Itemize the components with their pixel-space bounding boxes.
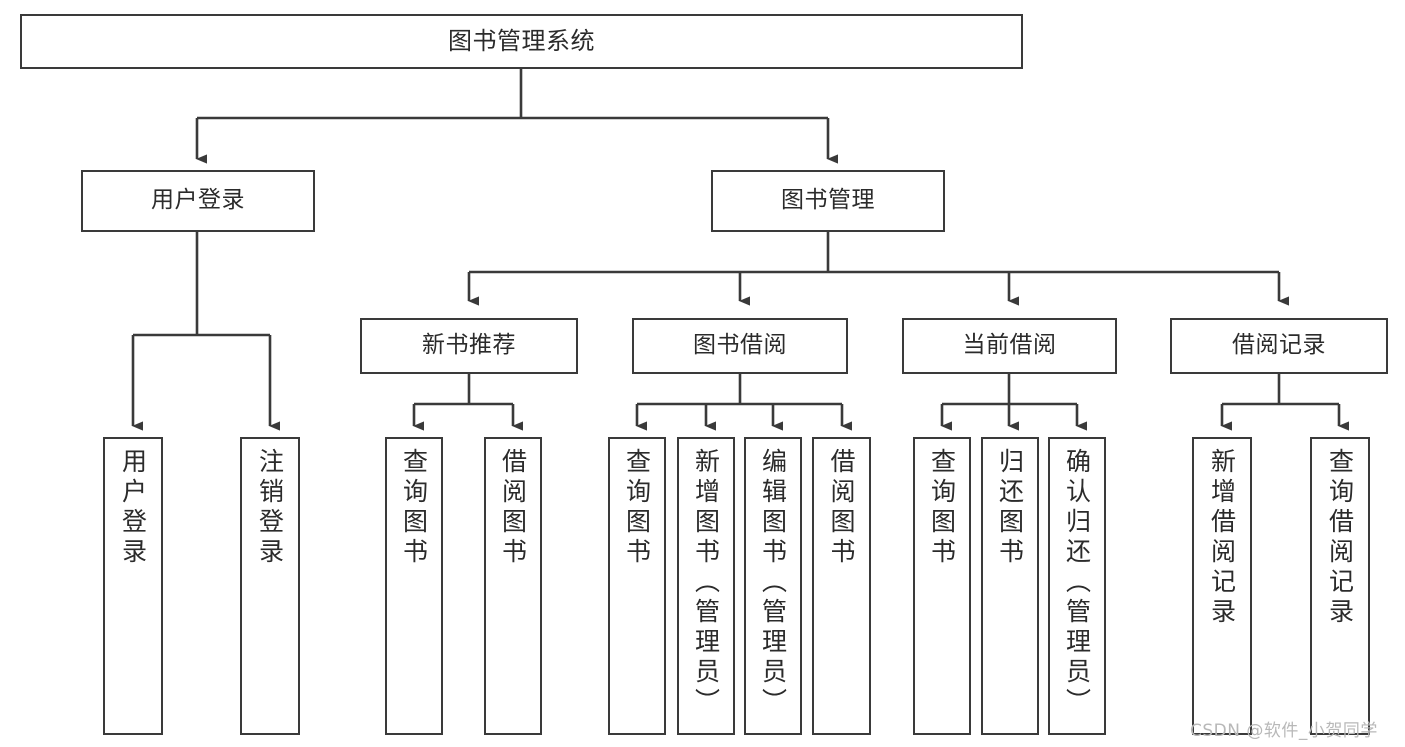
node-label: 借阅图书 <box>827 448 856 568</box>
node-label: 借阅图书 <box>498 448 528 568</box>
leaf-borrow-book-1[interactable]: 借阅图书 <box>484 437 542 735</box>
node-label: 查询图书 <box>622 448 652 568</box>
node-label: 查询图书 <box>399 448 429 568</box>
node-label: 新增借阅记录 <box>1207 448 1237 628</box>
node-label: 确认归还（管理员） <box>1062 448 1092 718</box>
leaf-add-book[interactable]: 新增图书（管理员） <box>677 437 735 735</box>
node-borrow-record[interactable]: 借阅记录 <box>1170 318 1388 374</box>
leaf-query-book-1[interactable]: 查询图书 <box>385 437 443 735</box>
node-label: 编辑图书（管理员） <box>758 448 788 718</box>
node-label: 新书推荐 <box>422 332 516 359</box>
leaf-edit-book[interactable]: 编辑图书（管理员） <box>744 437 802 735</box>
node-new-book-recommend[interactable]: 新书推荐 <box>360 318 578 374</box>
leaf-borrow-book-2[interactable]: 借阅图书 <box>812 437 871 735</box>
node-label: 当前借阅 <box>962 332 1057 359</box>
node-label: 图书管理系统 <box>448 27 595 56</box>
node-label: 图书管理 <box>781 187 875 214</box>
node-label: 图书借阅 <box>693 332 787 359</box>
node-root-system[interactable]: 图书管理系统 <box>20 14 1023 69</box>
leaf-query-book-3[interactable]: 查询图书 <box>913 437 971 735</box>
node-label: 归还图书 <box>995 448 1025 568</box>
leaf-user-login[interactable]: 用户登录 <box>103 437 163 735</box>
leaf-query-book-2[interactable]: 查询图书 <box>608 437 666 735</box>
leaf-logout-login[interactable]: 注销登录 <box>240 437 300 735</box>
csdn-watermark: CSDN @软件_小贺同学 <box>1190 721 1378 741</box>
node-label: 查询借阅记录 <box>1325 448 1355 628</box>
node-label: 查询图书 <box>927 448 957 568</box>
node-user-login[interactable]: 用户登录 <box>81 170 315 232</box>
leaf-add-record[interactable]: 新增借阅记录 <box>1192 437 1252 735</box>
node-label: 用户登录 <box>151 187 245 214</box>
node-label: 用户登录 <box>118 448 148 568</box>
node-label: 注销登录 <box>255 448 285 568</box>
node-current-borrow[interactable]: 当前借阅 <box>902 318 1117 374</box>
leaf-query-record[interactable]: 查询借阅记录 <box>1310 437 1370 735</box>
node-book-borrow[interactable]: 图书借阅 <box>632 318 848 374</box>
node-book-manage[interactable]: 图书管理 <box>711 170 945 232</box>
node-label: 借阅记录 <box>1232 332 1326 359</box>
leaf-confirm-return[interactable]: 确认归还（管理员） <box>1048 437 1106 735</box>
node-label: 新增图书（管理员） <box>691 448 721 718</box>
leaf-return-book[interactable]: 归还图书 <box>981 437 1039 735</box>
